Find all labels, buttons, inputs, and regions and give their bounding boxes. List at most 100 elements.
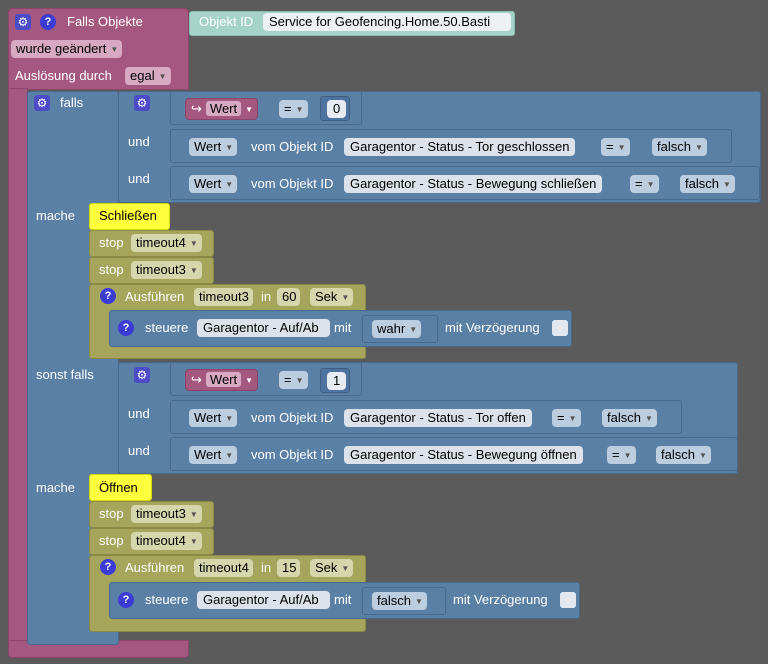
number-field[interactable]: 1 [327,372,347,390]
operator-dropdown[interactable]: =▼ [601,138,630,156]
operator-dropdown[interactable]: =▼ [630,175,659,193]
run-value-field[interactable]: 60 [277,288,301,306]
control-block[interactable] [109,582,580,619]
return-arrow-icon: ↪ [191,372,202,387]
object-field[interactable]: Garagentor - Status - Tor geschlossen [344,138,576,156]
trigger-by-label: Auslösung durch [15,68,112,83]
delay-checkbox[interactable] [560,592,576,608]
run-help-icon[interactable]: ? [100,559,116,575]
bool-dropdown[interactable]: falsch▼ [372,592,427,610]
value-variable-label: Wert [205,372,242,387]
of-object-label: vom Objekt ID [251,410,334,425]
control-block[interactable] [109,310,572,347]
object-field[interactable]: Garagentor - Status - Tor offen [344,409,532,427]
trigger-gear-icon[interactable]: ⚙ [15,14,31,30]
chevron-down-icon: ▼ [110,45,119,54]
trigger-help-icon[interactable]: ? [40,14,56,30]
bool-dropdown[interactable]: falsch▼ [652,138,707,156]
value-variable[interactable]: ↪Wert▼ [185,98,259,120]
stop-label: stop [99,533,124,548]
of-object-label: vom Objekt ID [251,447,334,462]
delay-checkbox[interactable] [552,320,568,336]
timeout-value: timeout3 [136,506,186,521]
run-help-icon[interactable]: ? [100,288,116,304]
number-field[interactable]: 0 [327,100,347,118]
if-gear-icon[interactable]: ⚙ [34,95,50,111]
chevron-down-icon: ▼ [617,143,626,152]
prop-value: Wert [194,139,222,154]
object-field[interactable]: Garagentor - Status - Bewegung öffnen [344,446,583,464]
bool-value: falsch [607,410,641,425]
control-label: steuere [145,592,189,607]
chevron-down-icon: ▼ [341,293,350,302]
bool-dropdown[interactable]: falsch▼ [656,446,711,464]
chevron-down-icon: ▼ [698,451,707,460]
control-object-field[interactable]: Garagentor - Auf/Ab [197,319,330,337]
bool-value: wahr [377,321,406,336]
timeout-dropdown[interactable]: timeout3▼ [131,505,202,523]
control-object-field[interactable]: Garagentor - Auf/Ab [197,591,330,609]
chevron-down-icon: ▼ [225,180,234,189]
prop-dropdown[interactable]: Wert▼ [189,138,238,156]
operator-dropdown[interactable]: =▼ [607,446,636,464]
in-label: in [261,289,272,304]
prop-dropdown[interactable]: Wert▼ [189,446,238,464]
operator-dropdown[interactable]: =▼ [279,371,308,389]
control-help-icon[interactable]: ? [118,592,134,608]
trigger-by-dropdown-value: egal [130,68,155,83]
timeout-dropdown[interactable]: timeout4▼ [131,532,202,550]
prop-value: Wert [194,410,222,425]
and-label: und [128,171,150,186]
run-unit-value: Sek [315,560,338,575]
timeout-dropdown[interactable]: timeout3▼ [131,261,202,279]
object-field[interactable]: Garagentor - Status - Bewegung schließen [344,175,603,193]
prop-dropdown[interactable]: Wert▼ [189,175,238,193]
operator-value: = [557,410,565,425]
delay-label: mit Verzögerung [445,320,540,335]
prop-dropdown[interactable]: Wert▼ [189,409,238,427]
changed-dropdown-value: wurde geändert [16,41,107,56]
changed-dropdown[interactable]: wurde geändert▼ [11,40,123,58]
chevron-down-icon: ▼ [623,451,632,460]
trigger-block-spine [8,88,28,644]
and-label: und [128,134,150,149]
run-label: Ausführen [125,289,185,304]
chevron-down-icon: ▼ [225,414,234,423]
bool-dropdown[interactable]: wahr▼ [372,320,422,338]
control-help-icon[interactable]: ? [118,320,134,336]
comment-block[interactable] [89,203,170,230]
run-timer-field[interactable]: timeout3 [194,288,253,306]
logic-gear-icon[interactable]: ⚙ [134,95,150,111]
of-object-label: vom Objekt ID [251,139,334,154]
operator-dropdown[interactable]: =▼ [279,100,308,118]
timeout-dropdown[interactable]: timeout4▼ [131,234,202,252]
run-value: 60 [282,289,297,304]
object-id-field[interactable]: Service for Geofencing.Home.50.Basti [263,13,511,31]
of-object-label: vom Objekt ID [251,176,334,191]
trigger-by-dropdown[interactable]: egal▼ [125,67,171,85]
do-label: mache [36,208,76,223]
timeout-value: timeout4 [136,533,186,548]
operator-value: = [606,139,614,154]
run-unit-value: Sek [315,289,338,304]
logic-gear-icon[interactable]: ⚙ [134,367,150,383]
object-id-label: Objekt ID [199,14,254,29]
run-unit-dropdown[interactable]: Sek▼ [310,288,354,306]
run-timer-field[interactable]: timeout4 [194,559,253,577]
value-variable[interactable]: ↪Wert▼ [185,369,259,391]
run-unit-dropdown[interactable]: Sek▼ [310,559,354,577]
control-label: steuere [145,320,189,335]
run-value-field[interactable]: 15 [277,559,301,577]
operator-value: = [612,447,620,462]
bool-value: falsch [657,139,691,154]
chevron-down-icon: ▼ [189,510,198,519]
chevron-down-icon: ▼ [409,325,418,334]
comment-block[interactable] [89,474,152,501]
elseif-label: sonst falls [36,367,94,382]
bool-dropdown[interactable]: falsch▼ [680,175,735,193]
bool-dropdown[interactable]: falsch▼ [602,409,657,427]
chevron-down-icon: ▼ [341,564,350,573]
operator-value: = [635,176,643,191]
operator-dropdown[interactable]: =▼ [552,409,581,427]
